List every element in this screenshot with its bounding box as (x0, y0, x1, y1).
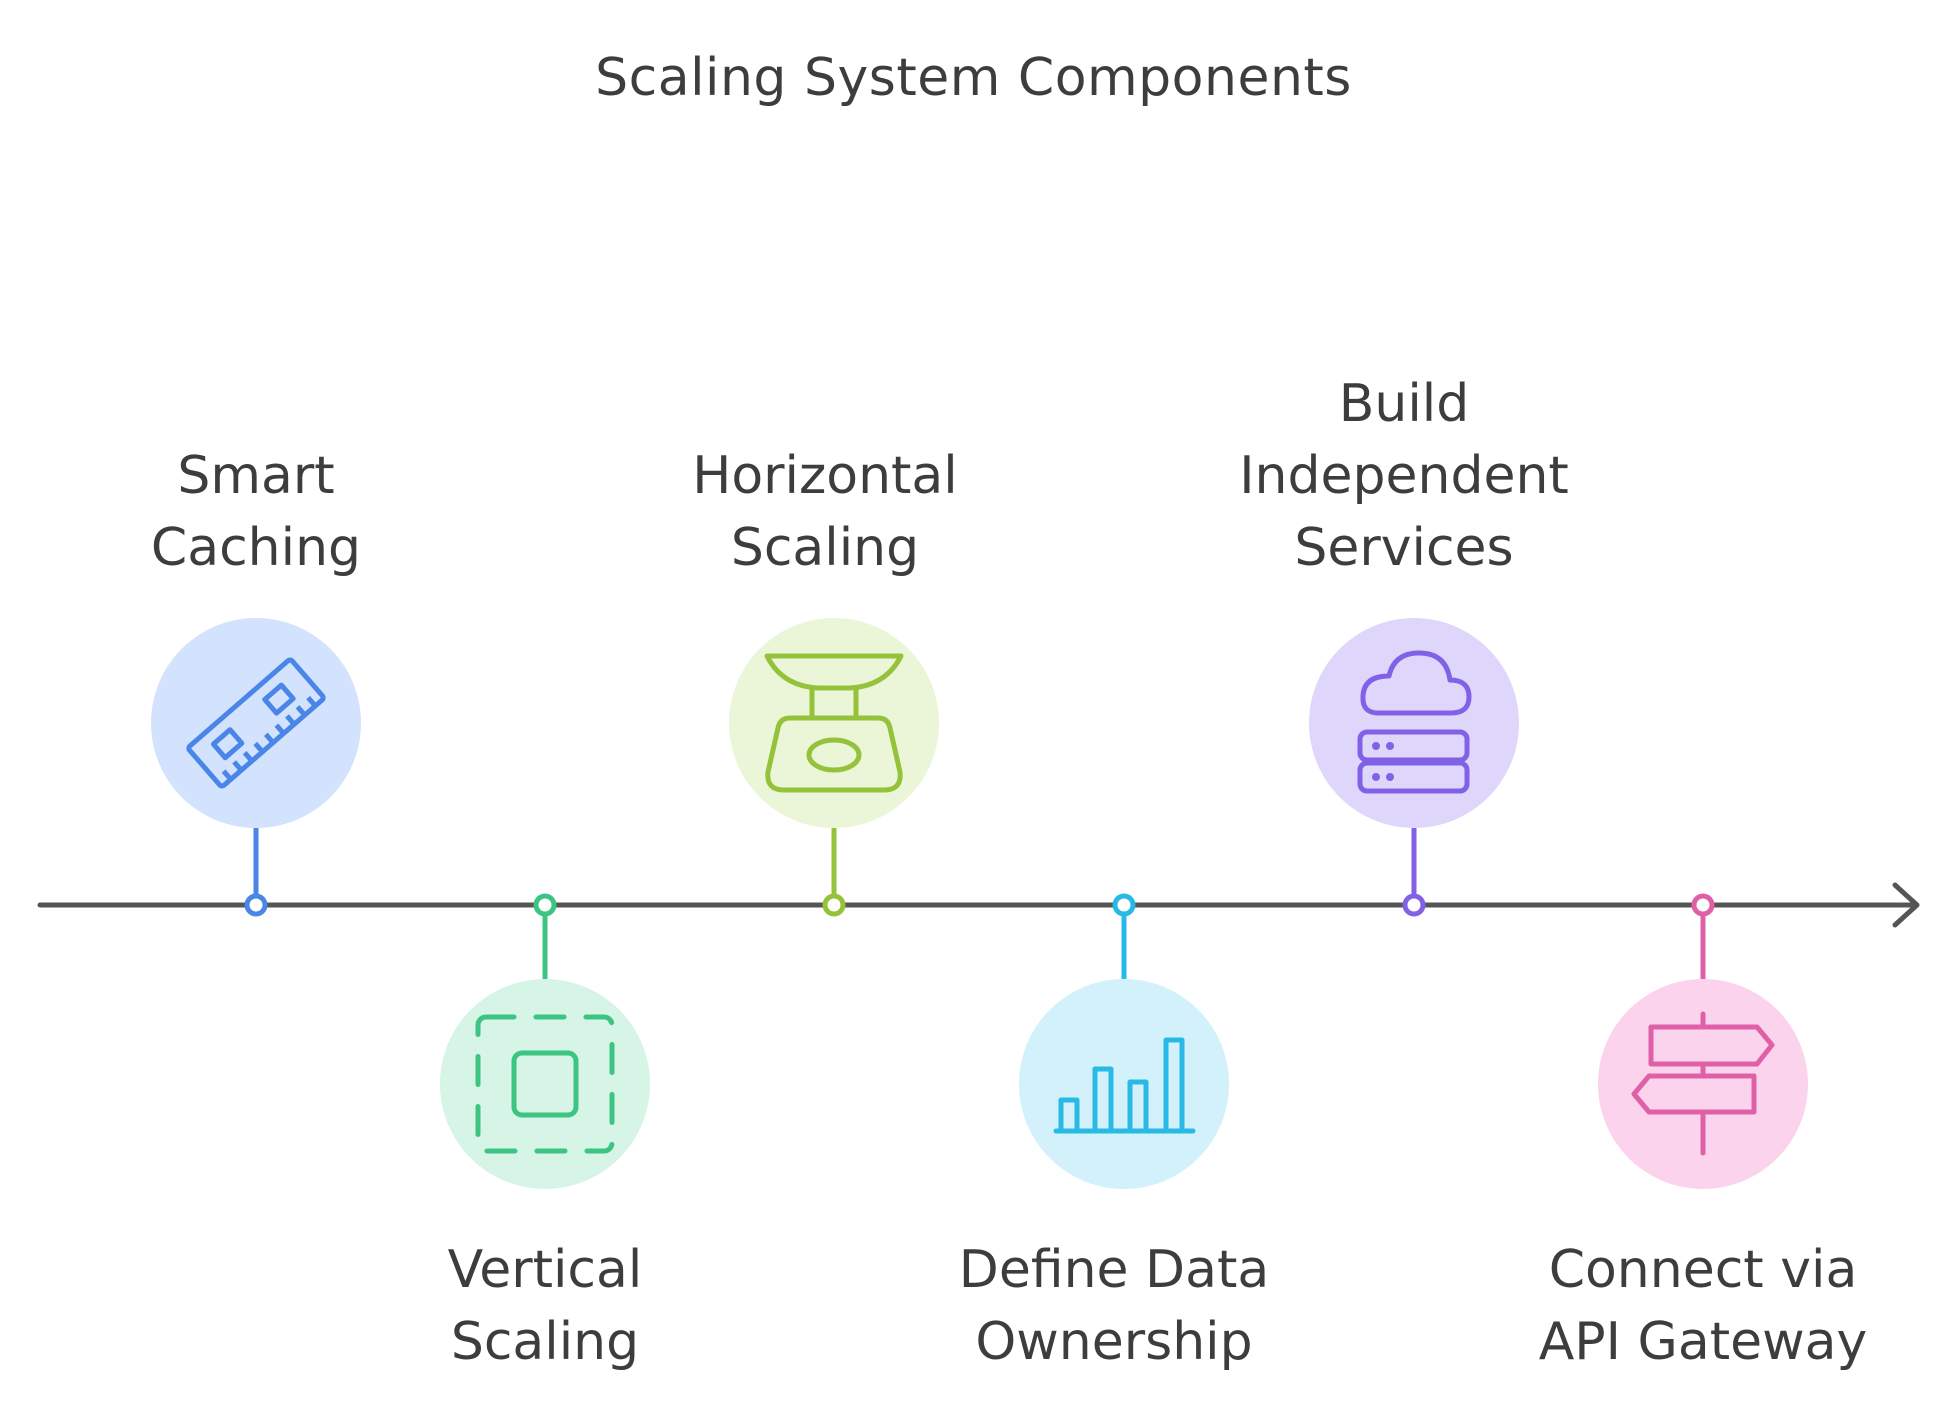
icon-circle (151, 618, 361, 828)
cloud-server-icon (1357, 650, 1472, 794)
timeline-node (822, 893, 846, 917)
milestone-define-data-ownership (1019, 893, 1229, 1189)
diagram-title: Scaling System Components (595, 48, 1352, 108)
icon-circle (1598, 979, 1808, 1189)
timeline-node (533, 893, 557, 917)
axis-arrowhead-icon (1892, 882, 1920, 928)
server-led-dots (1372, 742, 1394, 781)
resize-square-icon (475, 1014, 615, 1154)
milestone-smart-caching (151, 618, 361, 917)
bar-chart-icon (1053, 1037, 1196, 1134)
scale-icon (764, 653, 904, 793)
timeline-node (1402, 893, 1426, 917)
icon-circle (1019, 979, 1229, 1189)
icon-circle (1309, 618, 1519, 828)
milestone-build-independent-services (1309, 618, 1519, 917)
signpost-icon (1631, 1011, 1775, 1156)
memory-chip-icon (186, 657, 326, 789)
timeline-node (1112, 893, 1136, 917)
timeline-node (1691, 893, 1715, 917)
icon-circle (440, 979, 650, 1189)
milestone-connect-api-gateway (1598, 893, 1808, 1189)
icon-circle (729, 618, 939, 828)
timeline-node (244, 893, 268, 917)
milestone-vertical-scaling (440, 893, 650, 1189)
milestone-horizontal-scaling (729, 618, 939, 917)
